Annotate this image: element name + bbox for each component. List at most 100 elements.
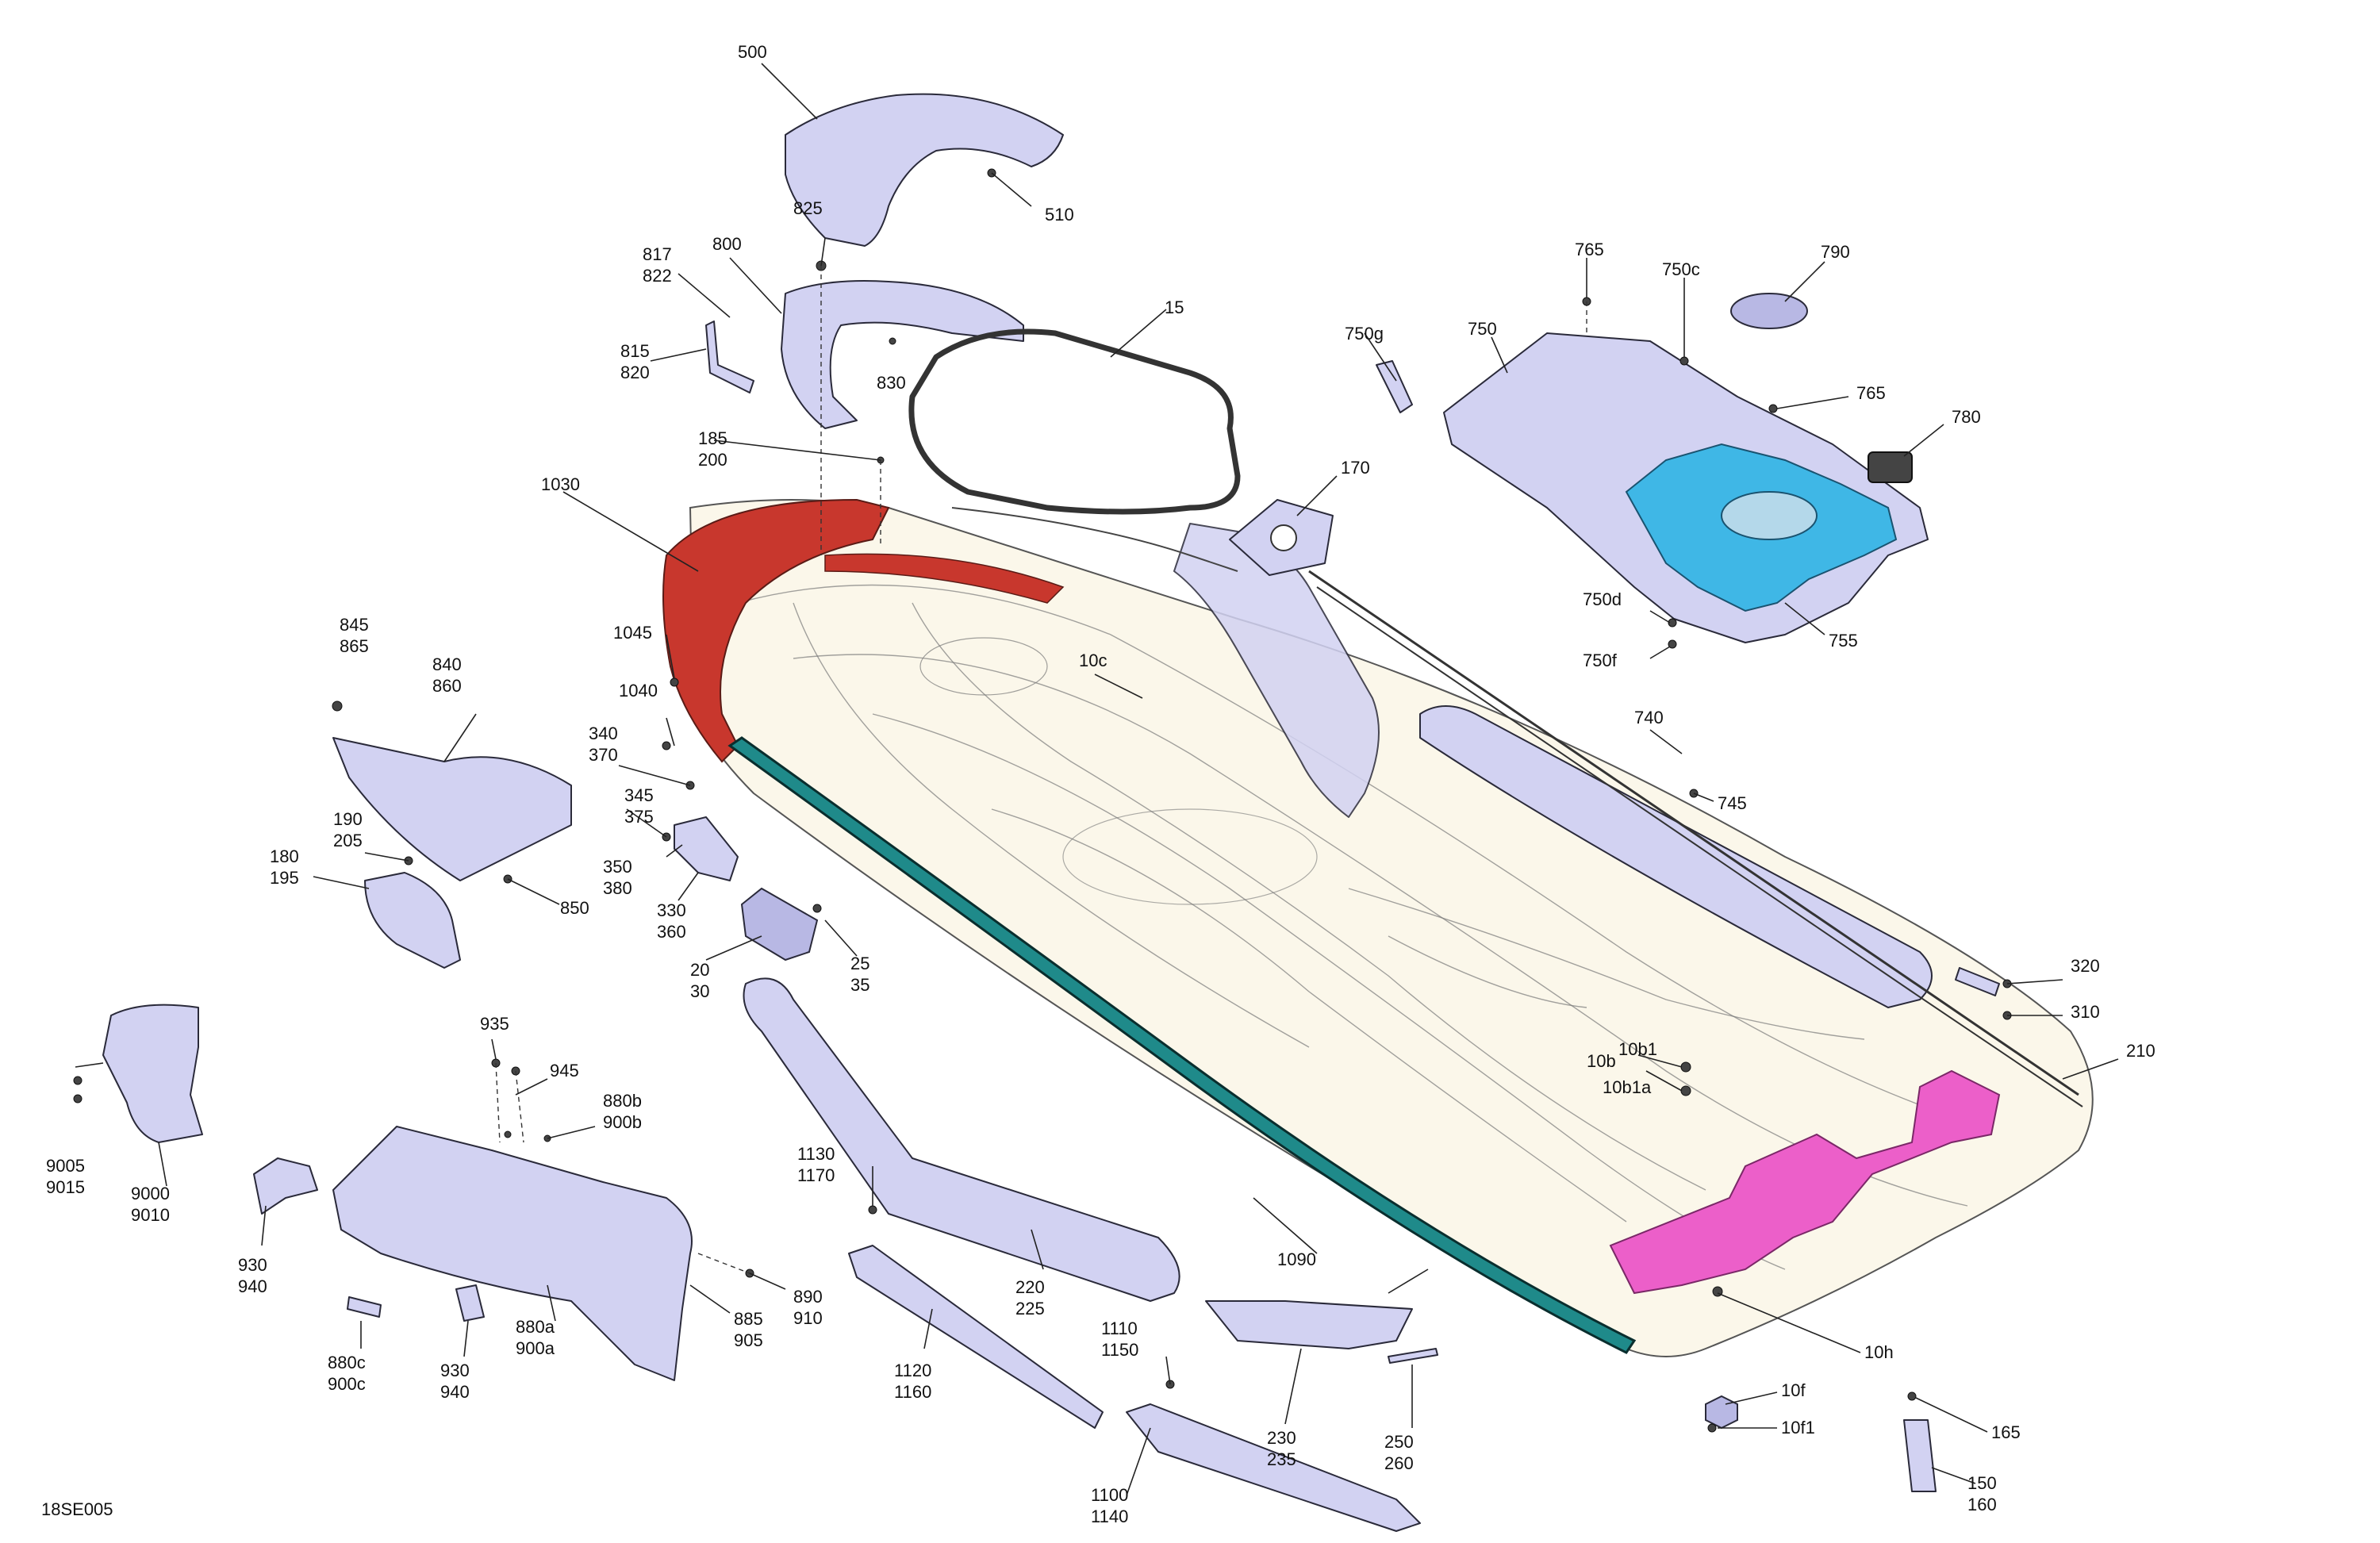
part-180-bracket [364,872,461,969]
part-815-bracket [705,320,754,393]
label-340: 340 [589,724,618,743]
label-780: 780 [1952,407,1981,427]
label-1090: 1090 [1277,1249,1316,1269]
label-1150: 1150 [1101,1340,1138,1360]
label-1045: 1045 [613,623,652,643]
fasteners [73,168,2012,1433]
label-750c: 750c [1662,259,1700,279]
label-190: 190 [333,809,363,829]
label-740: 740 [1634,708,1664,727]
label-1110: 1110 [1101,1318,1138,1338]
part-250-strip [1388,1348,1438,1364]
label-1030: 1030 [541,474,580,494]
label-905: 905 [734,1330,763,1350]
label-25: 25 [850,954,869,973]
label-755: 755 [1829,631,1858,651]
label-15: 15 [1165,297,1184,317]
label-345: 345 [624,785,654,805]
label-170: 170 [1341,458,1370,478]
label-9015: 9015 [46,1177,85,1197]
label-330: 330 [657,900,686,920]
label-745: 745 [1718,793,1747,813]
hull-body [689,499,2094,1357]
label-850: 850 [560,898,589,918]
label-910: 910 [793,1308,823,1328]
part-1090-teal-strip [727,736,1637,1354]
label-865: 865 [340,636,369,656]
label-935: 935 [480,1014,509,1034]
label-10f: 10f [1781,1380,1806,1400]
part-780-latch [1868,451,1913,483]
label-150: 150 [1967,1473,1997,1493]
part-500-cover [785,93,1064,247]
part-15-seal [908,328,1241,515]
label-205: 205 [333,831,363,850]
label-9005: 9005 [46,1156,85,1176]
label-20: 20 [690,960,709,980]
label-830: 830 [877,373,906,393]
label-10b1: 10b1 [1618,1039,1657,1059]
label-210: 210 [2126,1041,2155,1061]
part-330-bracket [674,816,739,881]
part-930-clip-upper [253,1157,318,1215]
part-220-mat [743,977,1180,1302]
label-880a: 880a [516,1317,555,1337]
label-885: 885 [734,1309,763,1329]
label-165: 165 [1991,1422,2021,1442]
label-160: 160 [1967,1495,1997,1514]
part-750g-clip [1376,360,1413,413]
label-10b: 10b [1587,1051,1616,1071]
label-945: 945 [550,1061,579,1080]
part-1030-red-strip [824,553,1065,604]
leader-lines [75,63,2119,1496]
part-20-grille [740,887,819,961]
label-930-upper: 930 [238,1255,267,1275]
label-900b: 900b [603,1112,642,1132]
assembly-lines [495,266,1587,1274]
part-800-grab-handle [781,280,1024,429]
label-35: 35 [850,975,869,995]
label-822: 822 [643,266,672,286]
label-1130: 1130 [797,1144,835,1164]
label-200: 200 [698,450,727,470]
label-860: 860 [432,676,462,696]
label-880b: 880b [603,1091,642,1111]
label-750f: 750f [1583,651,1618,670]
part-930-clip-lower [455,1284,485,1322]
label-750d: 750d [1583,589,1622,609]
label-940-lower: 940 [440,1382,470,1402]
label-845: 845 [340,615,369,635]
label-750g: 750g [1345,324,1384,344]
part-9000-cover [102,1004,203,1143]
label-370: 370 [589,745,618,765]
part-150-label [1903,1419,1937,1492]
label-1170: 1170 [797,1165,835,1185]
diagram-code: 18SE005 [41,1499,113,1519]
label-765-right: 765 [1856,383,1886,403]
label-820: 820 [620,363,650,382]
label-360: 360 [657,922,686,942]
label-880c: 880c [328,1353,366,1372]
label-815: 815 [620,341,650,361]
label-825: 825 [793,198,823,218]
label-10b1a: 10b1a [1603,1077,1652,1097]
label-800: 800 [712,234,742,254]
label-750: 750 [1468,319,1497,339]
label-380: 380 [603,878,632,898]
label-220: 220 [1015,1277,1045,1297]
label-225: 225 [1015,1299,1045,1318]
label-375: 375 [624,807,654,827]
label-310: 310 [2071,1002,2100,1022]
part-230-mat [1205,1300,1413,1349]
label-940-upper: 940 [238,1276,267,1296]
label-10h: 10h [1864,1342,1894,1362]
label-30: 30 [690,981,709,1001]
label-1100: 1100 [1091,1485,1128,1505]
label-10c: 10c [1079,651,1107,670]
label-510: 510 [1045,205,1074,225]
label-350: 350 [603,857,632,877]
label-1040: 1040 [619,681,658,700]
label-900c: 900c [328,1374,366,1394]
label-320: 320 [2071,956,2100,976]
